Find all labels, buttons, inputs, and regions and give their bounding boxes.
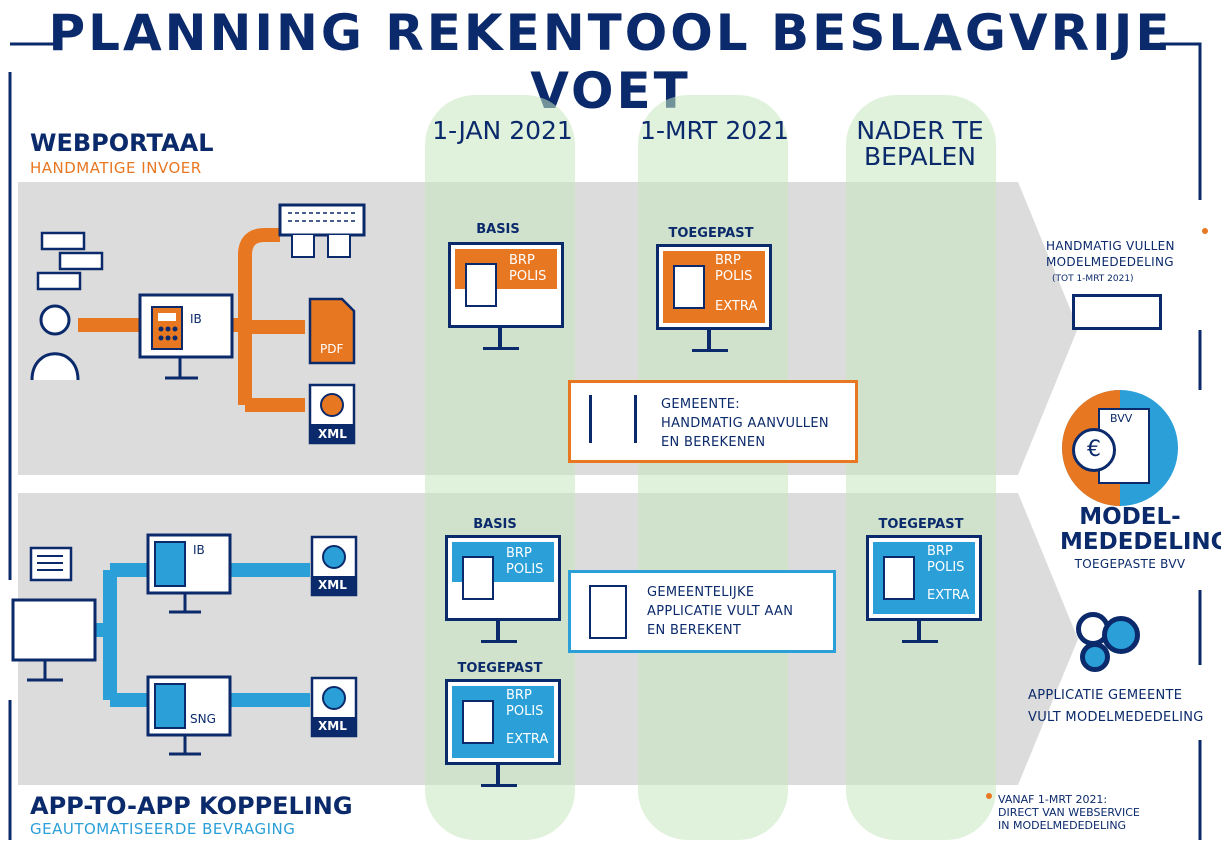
callout-gemeente: GEMEENTE: HANDMATIG AANVULLEN EN BEREKEN… [568, 380, 858, 463]
toegepast-label-web: TOEGEPAST [668, 226, 754, 241]
callout-applicatie-text: GEMEENTELIJKE APPLICATIE VULT AAN EN BER… [647, 585, 794, 638]
monitor-basis-web-stand [498, 325, 502, 347]
column-label-nader: NADER TE BEPALEN [856, 116, 984, 171]
orange-dot-top [1202, 228, 1208, 234]
ib-label-app: IB [193, 543, 205, 557]
monitor-toegepast-nader-stand [917, 618, 921, 640]
page-title: PLANNING REKENTOOL BESLAGVRIJE VOET [48, 4, 1173, 120]
monitor-toegepast-app-base [481, 784, 517, 787]
handmatig-note: (TOT 1-MRT 2021) [1052, 274, 1134, 284]
ib-label-web: IB [190, 312, 202, 326]
calculator-icon [462, 556, 494, 600]
euro-coin-icon: € [1072, 428, 1116, 472]
toegepast-label-app: TOEGEPAST [457, 661, 543, 676]
bvv-document [1098, 408, 1150, 484]
monitor-toegepast-app: BRP POLIS EXTRA [445, 679, 561, 765]
column-1-mrt-2021 [638, 95, 788, 840]
app2app-heading: APP-TO-APP KOPPELING [30, 792, 353, 820]
vanaf-text: VANAF 1-MRT 2021: DIRECT VAN WEBSERVICE … [998, 793, 1140, 832]
column-label-1-mrt: 1-MRT 2021 [640, 116, 789, 145]
webportaal-flow [30, 203, 366, 445]
monitor-toegepast-nader: BRP POLIS EXTRA [866, 535, 982, 621]
app2app-flow [11, 533, 358, 756]
monitor-toegepast-web-base [692, 349, 728, 352]
toegepast-label-nader: TOEGEPAST [878, 517, 964, 532]
column-label-1-jan: 1-JAN 2021 [432, 116, 573, 145]
calculator-icon [465, 263, 497, 307]
monitor-basis-app-base [481, 640, 517, 643]
xml-label-app-2: XML [318, 719, 347, 733]
column-nader-te-bepalen [846, 95, 996, 840]
calculator-icon [673, 265, 705, 309]
monitor-toegepast-web-stand [707, 327, 711, 349]
gears-icon [1076, 612, 1146, 672]
webportaal-heading: WEBPORTAAL [30, 129, 214, 157]
basis-app-brp: BRP [506, 546, 532, 561]
toegepast-app-brp: BRP [506, 688, 532, 703]
app2app-subheading: GEAUTOMATISEERDE BEVRAGING [30, 820, 296, 838]
applicatie-text: APPLICATIE GEMEENTE VULT MODELMEDEDELING [1028, 688, 1204, 725]
toegepast-nader-extra: EXTRA [927, 588, 970, 603]
toegepast-web-brp: BRP [715, 253, 741, 268]
monitor-basis-web-base [483, 347, 519, 350]
xml-label-app-1: XML [318, 578, 347, 592]
keyboard-icon [1072, 294, 1162, 330]
pdf-label: PDF [320, 342, 344, 356]
bvv-label: BVV [1110, 412, 1133, 425]
model-title: MODEL- MEDEDELING [1060, 504, 1221, 555]
monitor-basis-web: BRP POLIS [448, 242, 564, 328]
monitor-basis-app-stand [496, 618, 500, 640]
basis-label-web: BASIS [476, 222, 520, 237]
person-icon [30, 304, 80, 381]
basis-web-polis: POLIS [509, 269, 547, 284]
calculator-icon [883, 556, 915, 600]
abacus-icon [589, 395, 637, 443]
callout-applicatie: GEMEENTELIJKE APPLICATIE VULT AAN EN BER… [568, 570, 836, 653]
toegepast-web-extra: EXTRA [715, 299, 758, 314]
basis-app-polis: POLIS [506, 562, 544, 577]
handmatig-text: HANDMATIG VULLEN MODELMEDEDELING [1046, 239, 1175, 269]
calculator-icon [462, 700, 494, 744]
chat-bubbles-icon [36, 231, 104, 291]
basis-web-brp: BRP [509, 253, 535, 268]
band-webportaal-arrow [1018, 182, 1078, 475]
toegepast-app-extra: EXTRA [506, 732, 549, 747]
monitor-toegepast-nader-base [902, 640, 938, 643]
monitor-basis-app: BRP POLIS [445, 535, 561, 621]
xml-label-web: XML [318, 427, 347, 441]
webportaal-subheading: HANDMATIGE INVOER [30, 159, 202, 177]
toegepast-nader-brp: BRP [927, 544, 953, 559]
toegepast-nader-polis: POLIS [927, 560, 965, 575]
monitor-toegepast-web: BRP POLIS EXTRA [656, 244, 772, 330]
toegepast-app-polis: POLIS [506, 704, 544, 719]
calculator-icon [589, 585, 627, 639]
orange-dot-bottom [986, 793, 992, 799]
basis-label-app: BASIS [473, 517, 517, 532]
model-subtitle: TOEGEPASTE BVV [1074, 557, 1186, 571]
toegepast-web-polis: POLIS [715, 269, 753, 284]
monitor-toegepast-app-stand [496, 762, 500, 784]
callout-gemeente-text: GEMEENTE: HANDMATIG AANVULLEN EN BEREKEN… [661, 397, 829, 450]
band-app2app-arrow [1018, 493, 1078, 785]
sng-label: SNG [190, 712, 216, 726]
